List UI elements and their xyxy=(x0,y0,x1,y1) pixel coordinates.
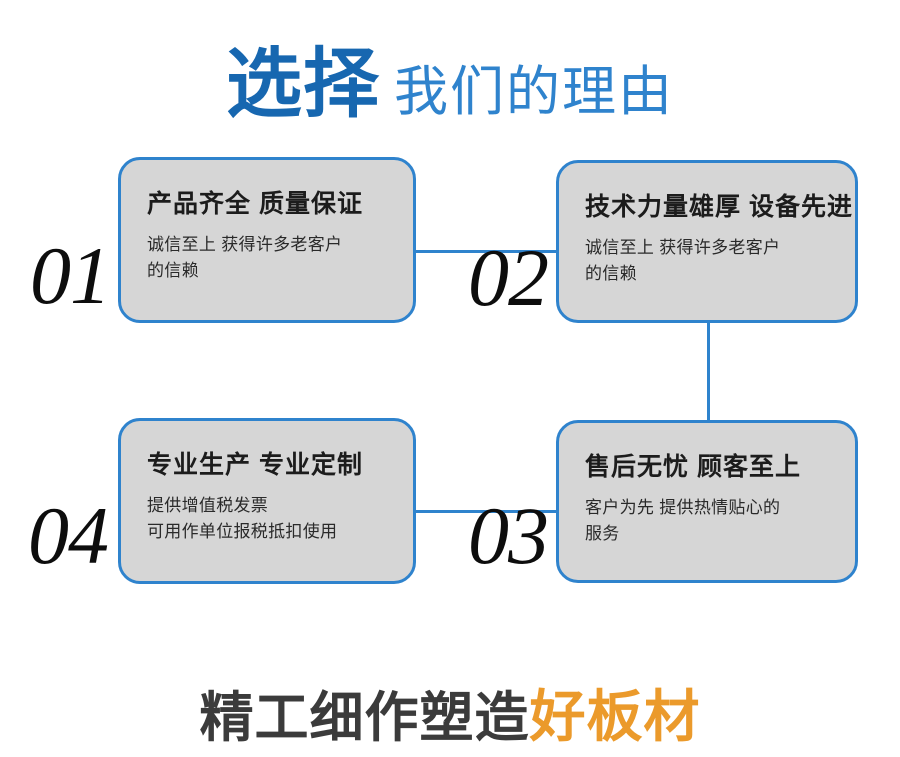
reason-card-02-title: 技术力量雄厚 设备先进 xyxy=(585,193,853,221)
page-title: 选择我们的理由 xyxy=(0,22,900,132)
reason-card-01-body-line-1: 诚信至上 获得许多老客户 xyxy=(147,234,343,254)
reason-number-02: 02 xyxy=(468,232,549,323)
reason-card-04-content: 专业生产 专业定制 提供增值税发票 可用作单位报税抵扣使用 xyxy=(147,451,397,545)
footer-slogan-accent: 好板材 xyxy=(529,685,701,748)
connector-01-to-02 xyxy=(414,250,558,253)
reason-card-01[interactable]: 产品齐全 质量保证 诚信至上 获得许多老客户 的信赖 xyxy=(118,157,416,323)
reason-card-04[interactable]: 专业生产 专业定制 提供增值税发票 可用作单位报税抵扣使用 xyxy=(118,418,416,584)
reason-card-04-body: 提供增值税发票 可用作单位报税抵扣使用 xyxy=(147,493,397,546)
reason-card-03-title: 售后无忧 顾客至上 xyxy=(585,453,801,481)
reason-card-02-body-line-1: 诚信至上 获得许多老客户 xyxy=(585,237,781,257)
reason-card-02-content: 技术力量雄厚 设备先进 诚信至上 获得许多老客户 的信赖 xyxy=(585,193,853,288)
page-title-light: 我们的理由 xyxy=(394,62,674,122)
reason-card-03-body: 客户为先 提供热情贴心的 服务 xyxy=(585,495,839,548)
reason-card-01-body: 诚信至上 获得许多老客户 的信赖 xyxy=(147,232,397,285)
reason-number-03: 03 xyxy=(468,490,549,581)
reason-card-04-body-line-1: 提供增值税发票 xyxy=(147,495,269,515)
footer-slogan-dark: 精工细作塑造 xyxy=(199,688,530,748)
reason-card-02-body: 诚信至上 获得许多老客户 的信赖 xyxy=(585,235,839,288)
footer-slogan: 精工细作塑造好板材 xyxy=(0,672,900,753)
reason-card-04-body-line-2: 可用作单位报税抵扣使用 xyxy=(147,522,338,542)
reason-card-02-body-line-2: 的信赖 xyxy=(585,264,637,284)
reason-number-01: 01 xyxy=(30,230,111,321)
connector-02-to-03 xyxy=(707,322,710,422)
connector-04-to-03 xyxy=(414,510,558,513)
reason-card-01-title: 产品齐全 质量保证 xyxy=(147,190,363,218)
reason-card-01-content: 产品齐全 质量保证 诚信至上 获得许多老客户 的信赖 xyxy=(147,190,397,284)
reason-card-03-body-line-1: 客户为先 提供热情贴心的 xyxy=(585,497,781,517)
reason-card-03-content: 售后无忧 顾客至上 客户为先 提供热情贴心的 服务 xyxy=(585,453,839,547)
reason-card-01-body-line-2: 的信赖 xyxy=(147,261,199,281)
reason-card-03-body-line-2: 服务 xyxy=(585,524,620,544)
reason-card-02[interactable]: 技术力量雄厚 设备先进 诚信至上 获得许多老客户 的信赖 xyxy=(556,160,858,323)
reason-card-03[interactable]: 售后无忧 顾客至上 客户为先 提供热情贴心的 服务 xyxy=(556,420,858,583)
reason-card-04-title: 专业生产 专业定制 xyxy=(147,451,363,479)
page-title-strong: 选择 xyxy=(226,42,380,127)
reason-number-04: 04 xyxy=(28,490,109,581)
